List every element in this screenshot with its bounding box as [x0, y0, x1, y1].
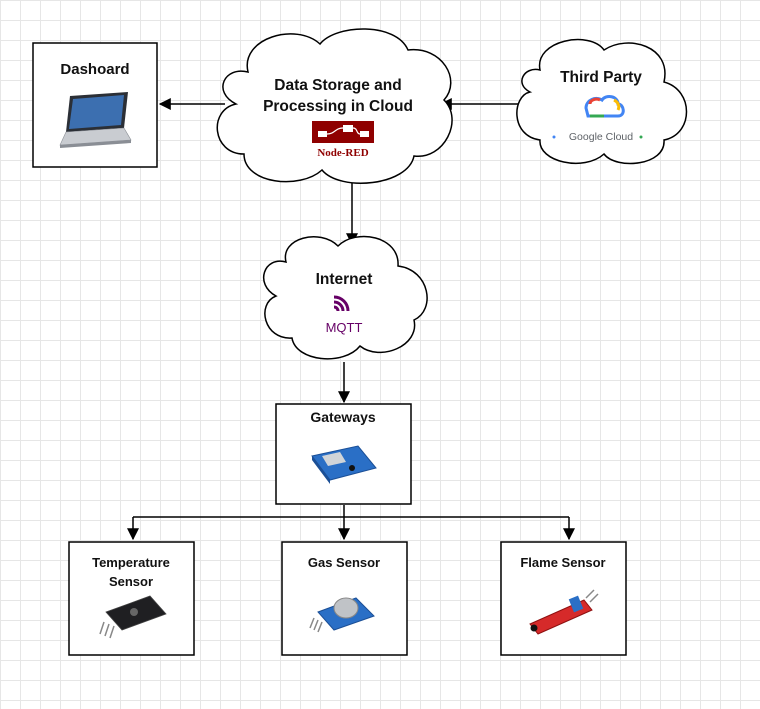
flame-sensor-icon — [529, 589, 599, 635]
cloud-storage-shape — [216, 28, 453, 184]
cloud-title-line2: Processing in Cloud — [263, 98, 413, 115]
gas-sensor-node: Gas Sensor — [281, 541, 408, 656]
third-party-title: Third Party — [560, 69, 642, 86]
internet-node: Internet MQTT — [263, 235, 428, 360]
internet-cloud-shape — [263, 235, 428, 360]
node-red-logo-text: Node-RED — [317, 147, 368, 159]
node-red-logo-icon: Node-RED — [312, 121, 374, 159]
gateways-title: Gateways — [310, 409, 376, 425]
temperature-sensor-icon — [99, 595, 167, 639]
gas-sensor-icon — [309, 597, 375, 633]
flame-sensor-title: Flame Sensor — [520, 555, 605, 570]
edges — [127, 98, 575, 541]
temperature-sensor-title-line2: Sensor — [109, 574, 153, 589]
flame-sensor-node: Flame Sensor — [500, 541, 627, 656]
cloud-storage-node: Data Storage and Processing in Cloud Nod… — [216, 28, 453, 184]
laptop-icon — [59, 92, 132, 148]
dashboard-title: Dashoard — [60, 61, 129, 78]
google-cloud-logo-icon: Google Cloud — [552, 95, 643, 143]
mqtt-logo-text: MQTT — [326, 320, 363, 335]
cloud-title-line1: Data Storage and — [274, 77, 401, 94]
temperature-sensor-node: Temperature Sensor — [68, 541, 195, 656]
gas-sensor-title: Gas Sensor — [308, 555, 380, 570]
internet-title: Internet — [316, 271, 373, 288]
mqtt-logo-icon: MQTT — [326, 295, 363, 335]
gateways-node: Gateways — [275, 403, 412, 505]
temperature-sensor-title-line1: Temperature — [92, 555, 170, 570]
dashboard-node: Dashoard — [32, 42, 158, 168]
google-cloud-logo-text: Google Cloud — [569, 131, 633, 143]
esp-board-icon — [311, 445, 377, 484]
third-party-node: Third Party Google Cloud — [516, 38, 688, 165]
